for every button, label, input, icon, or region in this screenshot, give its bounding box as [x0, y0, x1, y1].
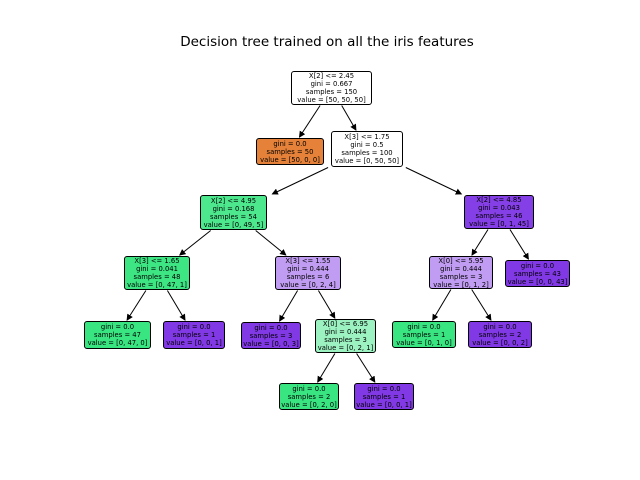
node-label-line: samples = 150 [305, 88, 358, 96]
node-label-line: gini = 0.5 [350, 141, 384, 149]
node-label-line: value = [0, 0, 43] [507, 277, 568, 286]
node-label-line: samples = 3 [324, 336, 367, 344]
node-label-line: value = [0, 47, 0] [87, 339, 148, 347]
edge-n0-n2 [341, 105, 357, 131]
node-label-line: X[3] <= 1.65 [134, 257, 180, 265]
node-label-line: value = [0, 1, 0] [396, 338, 452, 347]
node-label-line: X[0] <= 6.95 [322, 320, 369, 328]
edge-n6-n12 [317, 290, 336, 319]
edge-n12-n16 [356, 353, 376, 383]
edge-n4-n8 [509, 229, 529, 260]
node-label-line: samples = 48 [133, 273, 181, 281]
node-label-line: value = [50, 0, 0] [260, 155, 320, 164]
node-label-line: gini = 0.0 [177, 323, 211, 331]
node-label-line: X[3] <= 1.75 [344, 133, 390, 141]
node-label-line: value = [0, 2, 0] [281, 400, 337, 409]
node-label-line: samples = 1 [362, 392, 406, 401]
node-label-line: value = [0, 2, 1] [317, 344, 374, 352]
node-label-line: value = [0, 0, 3] [243, 339, 299, 348]
node-label-line: samples = 2 [287, 392, 331, 401]
node-label-line: samples = 46 [475, 212, 523, 220]
edge-n0-n1 [298, 105, 321, 138]
node-label-line: value = [0, 2, 4] [280, 281, 336, 289]
node-label-line: gini = 0.168 [212, 204, 255, 213]
node-label-line: gini = 0.0 [407, 322, 441, 331]
edge-n3-n6 [255, 230, 287, 256]
node-label-line: X[3] <= 1.55 [285, 257, 331, 265]
edge-n5-n10 [166, 290, 186, 321]
node-label-line: X[2] <= 2.45 [308, 72, 355, 80]
edge-n3-n5 [179, 230, 212, 256]
edge-n7-n13 [432, 289, 452, 321]
node-label-line: value = [0, 0, 2] [472, 338, 528, 347]
node-label-line: samples = 6 [286, 273, 330, 281]
node-label-line: value = [0, 50, 50] [334, 157, 400, 165]
node-label-line: samples = 1 [172, 331, 216, 339]
node-label-line: samples = 3 [439, 272, 483, 281]
node-label-line: gini = 0.0 [483, 322, 517, 331]
node-label-line: gini = 0.0 [254, 323, 288, 332]
node-label-line: gini = 0.444 [324, 328, 367, 336]
node-label-line: samples = 47 [94, 331, 141, 339]
node-label-line: gini = 0.0 [100, 323, 135, 331]
node-label-line: gini = 0.0 [520, 261, 555, 270]
edge-n2-n3 [271, 167, 329, 195]
node-label-line: samples = 50 [266, 147, 314, 156]
node-label-line: gini = 0.041 [136, 265, 178, 273]
node-label-line: samples = 54 [210, 212, 257, 221]
edge-n4-n7 [471, 229, 489, 256]
node-label-line: value = [0, 47, 1] [127, 281, 187, 289]
node-label-line: samples = 1 [402, 330, 446, 339]
node-label-line: gini = 0.444 [287, 265, 329, 273]
edge-n5-n9 [126, 290, 147, 321]
node-label-line: gini = 0.444 [440, 264, 482, 273]
node-label-line: samples = 3 [249, 331, 293, 340]
edge-n12-n15 [317, 353, 336, 383]
node-label-line: gini = 0.0 [292, 384, 326, 393]
node-label-line: value = [50, 50, 50] [297, 96, 366, 104]
node-label-line: gini = 0.0 [367, 384, 401, 393]
node-label-line: gini = 0.043 [478, 204, 520, 212]
node-label-line: value = [0, 1, 45] [469, 220, 529, 228]
node-label-line: samples = 100 [341, 149, 393, 157]
node-label-line: X[0] <= 5.95 [438, 256, 484, 265]
node-label-line: value = [0, 0, 1] [356, 400, 412, 409]
node-label-line: samples = 43 [514, 269, 561, 278]
node-label-line: X[2] <= 4.85 [476, 196, 522, 204]
node-label-line: value = [0, 1, 2] [433, 280, 489, 289]
edge-n6-n11 [279, 290, 299, 322]
edge-n2-n4 [405, 167, 463, 195]
figure-title: Decision tree trained on all the iris fe… [180, 34, 474, 50]
node-label-line: samples = 2 [478, 330, 522, 339]
node-label-line: gini = 0.667 [310, 80, 353, 88]
node-label-line: value = [0, 0, 1] [166, 339, 222, 347]
node-label-line: value = [0, 49, 5] [203, 220, 264, 229]
node-label-line: X[2] <= 4.95 [210, 196, 257, 205]
node-label-line: gini = 0.0 [273, 139, 307, 148]
edge-n7-n14 [471, 289, 492, 321]
